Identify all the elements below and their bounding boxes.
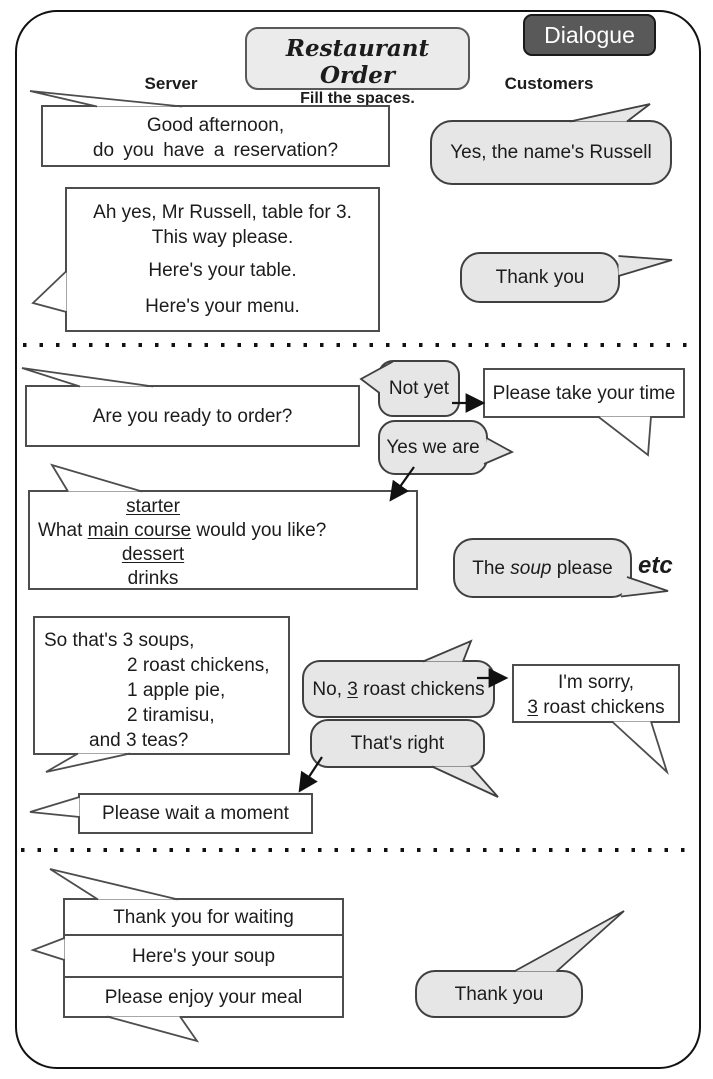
server-column-label: Server [144, 74, 198, 93]
yes-we-are-text: Yes we are [386, 437, 480, 458]
course-q-pre: What [38, 520, 88, 541]
table-line-3: Here's your table. [148, 260, 297, 281]
thats-right-text: That's right [350, 733, 445, 754]
correction-text: No, 3 roast chickens [312, 677, 484, 702]
confirm-line-5: and 3 teas? [89, 730, 189, 751]
customer-bubble-thanks-1: Thank you [460, 252, 620, 303]
dialogue-badge-label: Dialogue [544, 21, 635, 48]
sorry-post: roast chickens [537, 697, 665, 718]
confirm-line-2: 2 roast chickens, [127, 655, 270, 676]
customer-bubble-correction: No, 3 roast chickens [302, 660, 495, 718]
customer-bubble-reservation: Yes, the name's Russell [430, 120, 672, 185]
customers-column-label: Customers [504, 74, 594, 93]
greeting-line-2: do you have a reservation? [92, 140, 339, 161]
course-q-post: would you like? [191, 520, 327, 541]
table-line-2: This way please. [151, 227, 294, 248]
greeting-line-1: Good afternoon, [146, 115, 285, 136]
etc-note: etc [638, 552, 673, 579]
table-line-4: Here's your menu. [145, 296, 300, 317]
customer-bubble-yes-we-are: Yes we are [378, 420, 488, 475]
course-starter: starter [126, 496, 180, 517]
server-bubble-course: starter What main course would you like?… [28, 490, 418, 590]
customer-bubble-not-yet: Not yet [378, 360, 460, 417]
sorry-underlined: 3 [527, 697, 538, 718]
correction-underlined: 3 [347, 678, 358, 700]
thanks-1-text: Thank you [495, 267, 585, 288]
course-dessert: dessert [121, 544, 185, 565]
page-title: Restaurant Order [285, 35, 430, 89]
course-q-underlined: main course [87, 520, 192, 541]
course-question: What main course would you like? [38, 519, 416, 543]
sorry-line-2: 3 roast chickens [514, 695, 678, 720]
sorry-line-1: I'm sorry, [557, 672, 635, 693]
dialogue-badge: Dialogue [523, 14, 656, 56]
page-border [15, 10, 701, 1069]
table-line-1: Ah yes, Mr Russell, table for 3. [93, 202, 352, 223]
serve-line-1: Thank you for waiting [113, 906, 294, 928]
server-bubble-serve-1: Thank you for waiting [63, 898, 344, 936]
course-drinks: drinks [127, 568, 179, 589]
confirm-line-1: So that's 3 soups, [44, 630, 195, 651]
correction-pre: No, [312, 678, 348, 700]
ready-text: Are you ready to order? [92, 405, 293, 427]
reservation-text: Yes, the name's Russell [450, 142, 652, 163]
server-bubble-wait: Please wait a moment [78, 793, 313, 834]
confirm-line-3: 1 apple pie, [127, 680, 226, 701]
server-bubble-ready: Are you ready to order? [25, 385, 360, 447]
server-bubble-take-time: Please take your time [483, 368, 685, 418]
correction-post: roast chickens [357, 678, 485, 700]
serve-line-2: Here's your soup [131, 945, 276, 967]
soup-text: The soup please [472, 556, 613, 581]
server-bubble-greeting: Good afternoon, do you have a reservatio… [41, 105, 390, 167]
server-bubble-confirm: So that's 3 soups, 2 roast chickens, 1 a… [33, 616, 290, 755]
thanks-2-text: Thank you [454, 983, 544, 1005]
server-bubble-serve-3: Please enjoy your meal [63, 976, 344, 1018]
soup-italic: soup [510, 557, 552, 579]
soup-pre: The [472, 557, 511, 579]
customer-bubble-soup: The soup please [453, 538, 632, 598]
page-subtitle: Fill the spaces. [300, 90, 415, 107]
customer-bubble-thanks-2: Thank you [415, 970, 583, 1018]
not-yet-text: Not yet [388, 378, 450, 399]
serve-line-3: Please enjoy your meal [104, 986, 303, 1008]
server-bubble-sorry: I'm sorry, 3 roast chickens [512, 664, 680, 723]
customer-bubble-thats-right: That's right [310, 719, 485, 768]
confirm-line-4: 2 tiramisu, [127, 705, 215, 726]
server-bubble-serve-2: Here's your soup [63, 934, 344, 978]
take-time-text: Please take your time [492, 382, 676, 404]
wait-text: Please wait a moment [102, 803, 289, 824]
soup-post: please [551, 557, 613, 579]
title-box: Restaurant Order Fill the spaces. [245, 27, 470, 107]
server-bubble-table: Ah yes, Mr Russell, table for 3. This wa… [65, 187, 380, 332]
